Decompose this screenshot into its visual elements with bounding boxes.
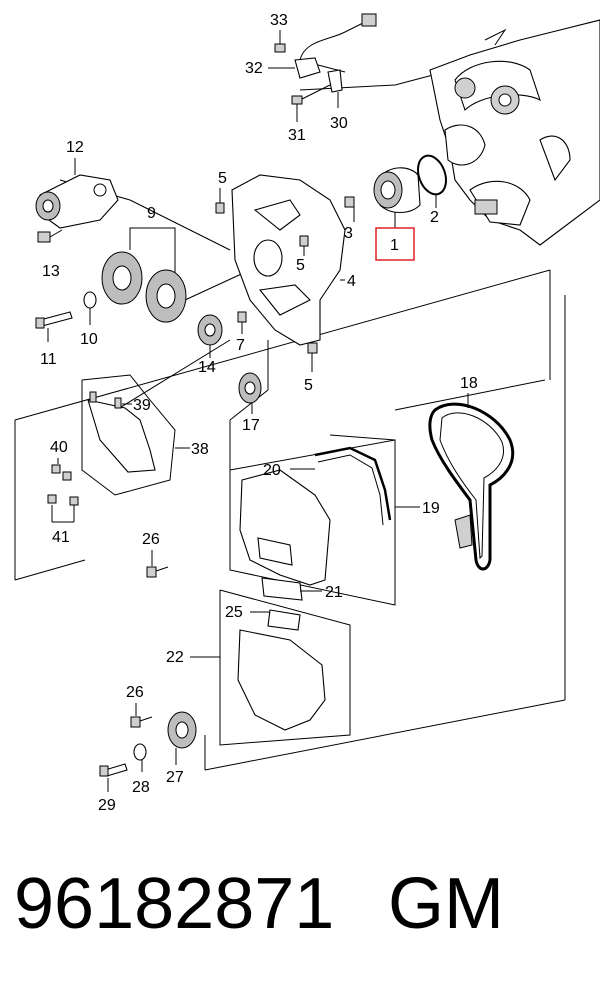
engine-block — [429, 19, 600, 246]
callout-31: 31 — [288, 127, 306, 144]
footer: 96182871 GM — [0, 868, 600, 968]
part-18-timing-belt: 18 — [428, 375, 514, 571]
part-10-11-washer-bolt: 10 11 — [35, 291, 98, 368]
part-17-sprocket: 17 — [238, 372, 262, 434]
callout-7: 7 — [236, 337, 245, 354]
part-27-29-crank-sprocket: 27 28 29 — [98, 711, 197, 814]
sensor-assembly: 33 32 31 30 — [245, 12, 377, 144]
callout-2: 2 — [430, 209, 439, 226]
callout-20: 20 — [263, 462, 281, 479]
callout-11: 11 — [40, 351, 57, 368]
part-12-tensioner: 12 13 — [35, 139, 119, 280]
callout-17: 17 — [242, 417, 260, 434]
callout-30: 30 — [330, 115, 348, 132]
callout-27: 27 — [166, 769, 184, 786]
part-number: 96182871 — [14, 864, 335, 944]
part-26-bolts: 26 26 — [126, 531, 169, 728]
callout-1: 1 — [390, 237, 399, 254]
callout-5c: 5 — [304, 377, 313, 394]
callout-12: 12 — [66, 139, 84, 156]
callout-25: 25 — [225, 604, 243, 621]
part-1-highlight-box — [375, 227, 415, 261]
part-2-o-ring: 2 — [416, 154, 448, 226]
callout-5a: 5 — [218, 170, 227, 187]
callout-4: 4 — [347, 273, 356, 290]
callout-21: 21 — [325, 584, 343, 601]
brand-label: GM — [388, 864, 504, 944]
callout-28: 28 — [132, 779, 150, 796]
part-19-front-cover: 20 19 21 — [229, 439, 440, 606]
callout-14: 14 — [198, 359, 216, 376]
callout-9: 9 — [147, 205, 156, 222]
callout-3: 3 — [344, 225, 353, 242]
callout-41: 41 — [52, 529, 70, 546]
part-9-camshaft-gears: 9 — [101, 205, 187, 323]
callout-39: 39 — [133, 397, 151, 414]
part-22-lower-cover: 25 22 — [166, 589, 351, 746]
part-4-rear-cover: 4 5 3 5 5 — [215, 170, 356, 394]
callout-19: 19 — [422, 500, 440, 517]
callout-26a: 26 — [142, 531, 160, 548]
callout-29: 29 — [98, 797, 116, 814]
callout-13: 13 — [42, 263, 60, 280]
callout-22: 22 — [166, 649, 184, 666]
callout-18: 18 — [460, 375, 478, 392]
part-7-14-idler: 14 7 — [197, 311, 247, 376]
callout-26b: 26 — [126, 684, 144, 701]
callout-33: 33 — [270, 12, 288, 29]
callout-40: 40 — [50, 439, 68, 456]
part-1-water-pump: 1 — [373, 167, 421, 261]
callout-38: 38 — [191, 441, 209, 458]
leader-lines — [14, 59, 566, 771]
callout-5b: 5 — [296, 257, 305, 274]
callout-32: 32 — [245, 60, 263, 77]
callout-10: 10 — [80, 331, 98, 348]
part-38-bracket: 39 38 40 41 — [47, 374, 209, 546]
exploded-parts-diagram: 1 2 33 32 31 30 12 13 9 — [14, 12, 600, 814]
